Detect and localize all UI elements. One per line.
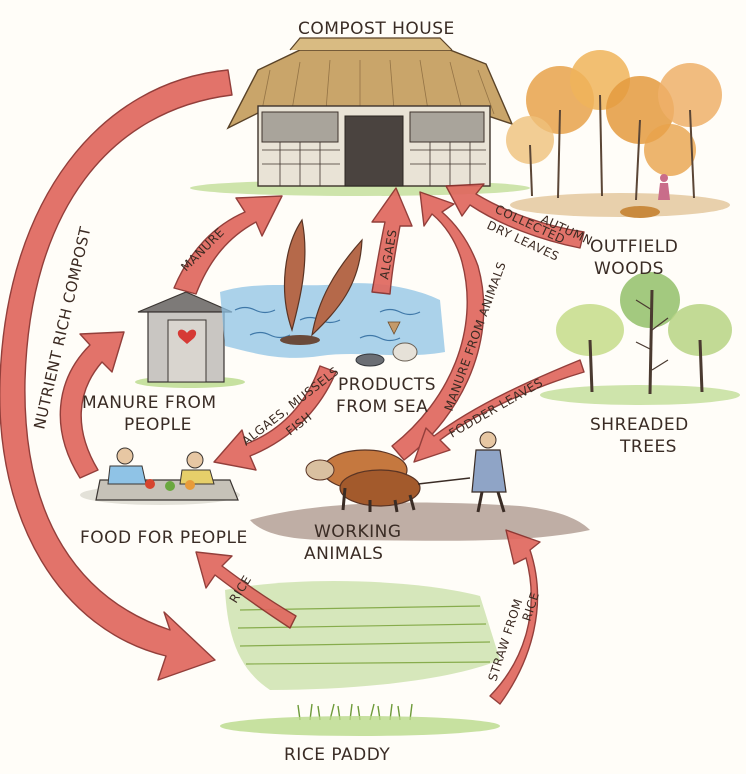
node-shredded-trees-line1: SHREADED xyxy=(590,415,689,435)
arrow-straw-from-rice xyxy=(489,529,541,705)
node-manure-from-people-line2: PEOPLE xyxy=(124,415,192,435)
food-table-illustration xyxy=(80,447,240,505)
node-outfield-woods-line1: OUTFIELD xyxy=(590,237,678,257)
arrow-algaes-mussels-fish xyxy=(213,365,337,471)
label-straw-line2: RICE xyxy=(520,590,543,623)
sea-illustration xyxy=(220,218,445,367)
node-working-animals-line2: ANIMALS xyxy=(304,544,383,564)
outfield-woods-illustration xyxy=(506,50,730,218)
arrow-autumn-leaves xyxy=(445,183,585,249)
label-algaes: ALGAES xyxy=(377,228,400,280)
node-working-animals-line1: WORKING xyxy=(314,522,402,542)
node-products-from-sea-line1: PRODUCTS xyxy=(338,375,436,395)
arrow-nutrient-rich-compost xyxy=(0,69,233,681)
arrow-algaes xyxy=(371,187,413,295)
compost-house-illustration xyxy=(190,37,530,196)
arrow-fodder-leaves xyxy=(413,359,585,463)
node-manure-from-people-line1: MANURE FROM xyxy=(82,393,217,413)
arrow-manure xyxy=(173,195,283,295)
rice-paddy-illustration xyxy=(220,581,500,736)
outhouse-illustration xyxy=(135,291,245,388)
working-animals-illustration xyxy=(250,431,590,541)
node-rice-paddy: RICE PADDY xyxy=(284,745,390,765)
node-shredded-trees-line2: TREES xyxy=(619,437,677,457)
arrow-rice xyxy=(195,551,297,629)
node-outfield-woods-line2: WOODS xyxy=(594,259,664,279)
arrow-manure-from-animals xyxy=(391,191,485,461)
shredded-trees-illustration xyxy=(540,272,740,405)
arrow-food-to-outhouse xyxy=(59,331,125,479)
node-compost-house: COMPOST HOUSE xyxy=(298,19,455,39)
node-products-from-sea-line2: FROM SEA xyxy=(336,397,428,417)
node-food-for-people: FOOD FOR PEOPLE xyxy=(80,528,248,548)
